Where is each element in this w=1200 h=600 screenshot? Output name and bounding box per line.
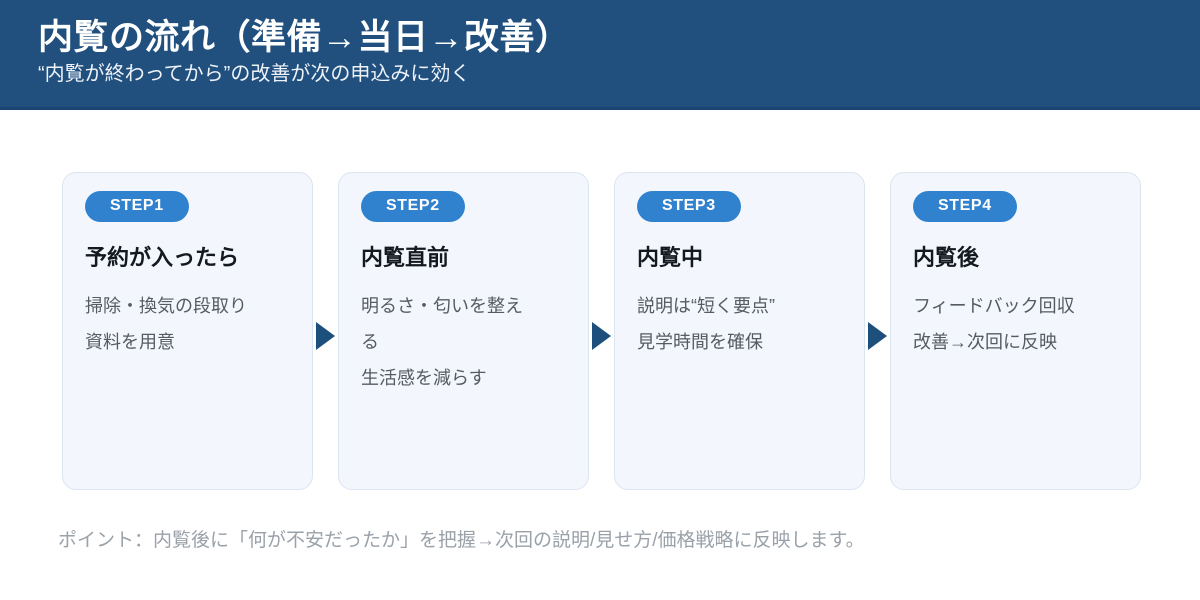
step-body-3: 説明は“短く要点” 見学時間を確保	[637, 288, 844, 360]
step-body-line: る	[361, 331, 379, 352]
step-title-4: 内覧後	[913, 245, 980, 270]
step-flow: STEP1 予約が入ったら 掃除・換気の段取り 資料を用意 STEP2 内覧直前…	[62, 172, 1141, 490]
arrow-right-icon	[868, 322, 887, 350]
step-card-2[interactable]: STEP2 内覧直前 明るさ・匂いを整え る 生活感を減らす	[338, 172, 589, 490]
step-title-3: 内覧中	[637, 245, 704, 270]
slide-header: 内覧の流れ（準備→当日→改善） “内覧が終わってから”の改善が次の申込みに効く	[0, 0, 1200, 110]
page-subtitle: “内覧が終わってから”の改善が次の申込みに効く	[38, 63, 471, 86]
step-badge-3: STEP3	[637, 191, 741, 222]
step-body-2: 明るさ・匂いを整え る 生活感を減らす	[361, 288, 568, 396]
step-badge-1: STEP1	[85, 191, 189, 222]
connector-1	[313, 172, 338, 490]
page-title: 内覧の流れ（準備→当日→改善）	[38, 18, 571, 57]
step-body-4: フィードバック回収 改善→次回に反映	[913, 288, 1120, 360]
step-body-line: 掃除・換気の段取り	[85, 295, 247, 316]
step-body-line: 説明は“短く要点”	[637, 295, 775, 316]
arrow-right-icon	[592, 322, 611, 350]
step-body-1: 掃除・換気の段取り 資料を用意	[85, 288, 292, 360]
arrow-right-icon	[316, 322, 335, 350]
step-badge-4: STEP4	[913, 191, 1017, 222]
footnote-text: ポイント：内覧後に「何が不安だったか」を把握→次回の説明/見せ方/価格戦略に反映…	[58, 530, 865, 551]
step-body-line: 明るさ・匂いを整え	[361, 295, 523, 316]
step-body-line: 資料を用意	[85, 331, 175, 352]
step-card-1[interactable]: STEP1 予約が入ったら 掃除・換気の段取り 資料を用意	[62, 172, 313, 490]
connector-3	[865, 172, 890, 490]
step-card-3[interactable]: STEP3 内覧中 説明は“短く要点” 見学時間を確保	[614, 172, 865, 490]
step-body-line: 見学時間を確保	[637, 331, 763, 352]
step-body-line: 改善→次回に反映	[913, 331, 1057, 352]
step-title-1: 予約が入ったら	[85, 245, 240, 270]
connector-2	[589, 172, 614, 490]
step-body-line: 生活感を減らす	[361, 367, 487, 388]
step-badge-2: STEP2	[361, 191, 465, 222]
step-title-2: 内覧直前	[361, 245, 450, 270]
step-card-4[interactable]: STEP4 内覧後 フィードバック回収 改善→次回に反映	[890, 172, 1141, 490]
step-body-line: フィードバック回収	[913, 295, 1075, 316]
